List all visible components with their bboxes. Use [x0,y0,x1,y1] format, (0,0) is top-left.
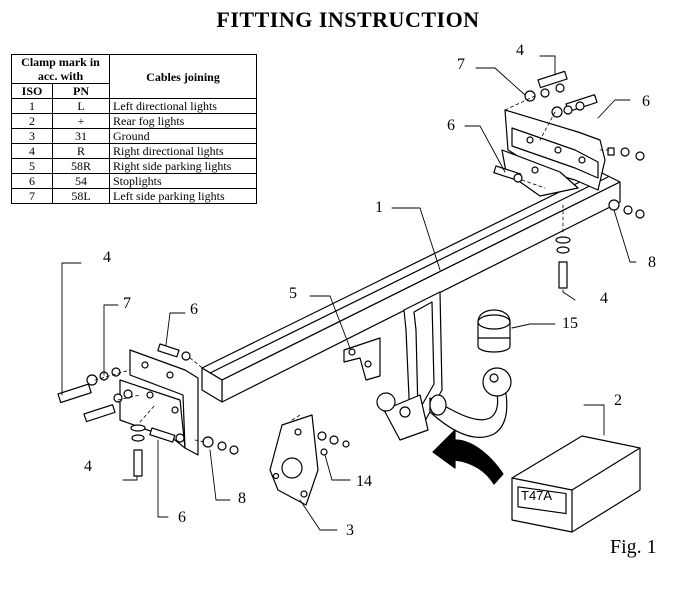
cables-joining-header-text: Cables joining [146,69,220,84]
socket-plate [269,414,319,506]
cable-cell: Right directional lights [109,143,257,159]
callout-1: 1 [375,199,383,216]
table-row: 6 54 Stoplights [11,173,257,189]
right-side-bracket [501,109,606,197]
clamp-mark-header: Clamp mark in acc. with [11,54,110,84]
callout-14: 14 [356,473,372,490]
cables-joining-header: Cables joining [109,54,257,99]
center-hanger-bracket [376,291,443,441]
figure-label: Fig. 1 [610,536,657,558]
accessory-box [511,435,641,533]
cable-cell: Ground [109,128,257,144]
pn-cell: 54 [52,173,110,189]
cable-cell: Right side parking lights [109,158,257,174]
callout-6-top-right: 6 [642,93,650,110]
callout-8-right: 8 [648,254,656,271]
page-title: FITTING INSTRUCTION [216,7,480,32]
callout-4-top: 4 [516,42,524,59]
tow-ball-cap [477,309,511,353]
clamp-mark-header-text: Clamp mark in acc. with [21,55,100,83]
left-side-bracket [119,349,199,456]
cable-joining-table: Clamp mark in acc. with Cables joining I… [11,54,257,204]
callout-2: 2 [614,392,622,409]
crossbar-beam [201,171,621,403]
box-label: T47A [521,488,552,503]
fasteners [57,70,645,477]
callout-7-left: 7 [123,295,131,312]
socket-mount-bracket [343,337,381,381]
table-row: 4 R Right directional lights [11,143,257,159]
callout-5: 5 [289,285,297,302]
tow-ball-arm [429,367,512,438]
table-row: 3 31 Ground [11,128,257,144]
direction-arrow-icon [432,429,504,485]
callout-4-right: 4 [600,290,608,307]
iso-cell: 7 [11,188,53,204]
pn-header: PN [52,83,110,99]
callout-leaders [61,55,637,531]
callout-15: 15 [562,315,578,332]
callout-6-top: 6 [447,117,455,134]
callout-6-bottom: 6 [178,509,186,526]
callout-3: 3 [346,522,354,539]
callout-7-top: 7 [457,56,465,73]
pn-cell: 31 [52,128,110,144]
callout-6-middle: 6 [190,301,198,318]
table-row: 7 58L Left side parking lights [11,188,257,204]
assembly-guide-lines [94,95,613,443]
callout-4-left-top: 4 [103,249,111,266]
callout-8-left: 8 [238,490,246,507]
pn-cell: 58L [52,188,110,204]
cable-cell: Stoplights [109,173,257,189]
cable-cell: Left side parking lights [109,188,257,204]
callout-4-left-bottom: 4 [84,458,92,475]
